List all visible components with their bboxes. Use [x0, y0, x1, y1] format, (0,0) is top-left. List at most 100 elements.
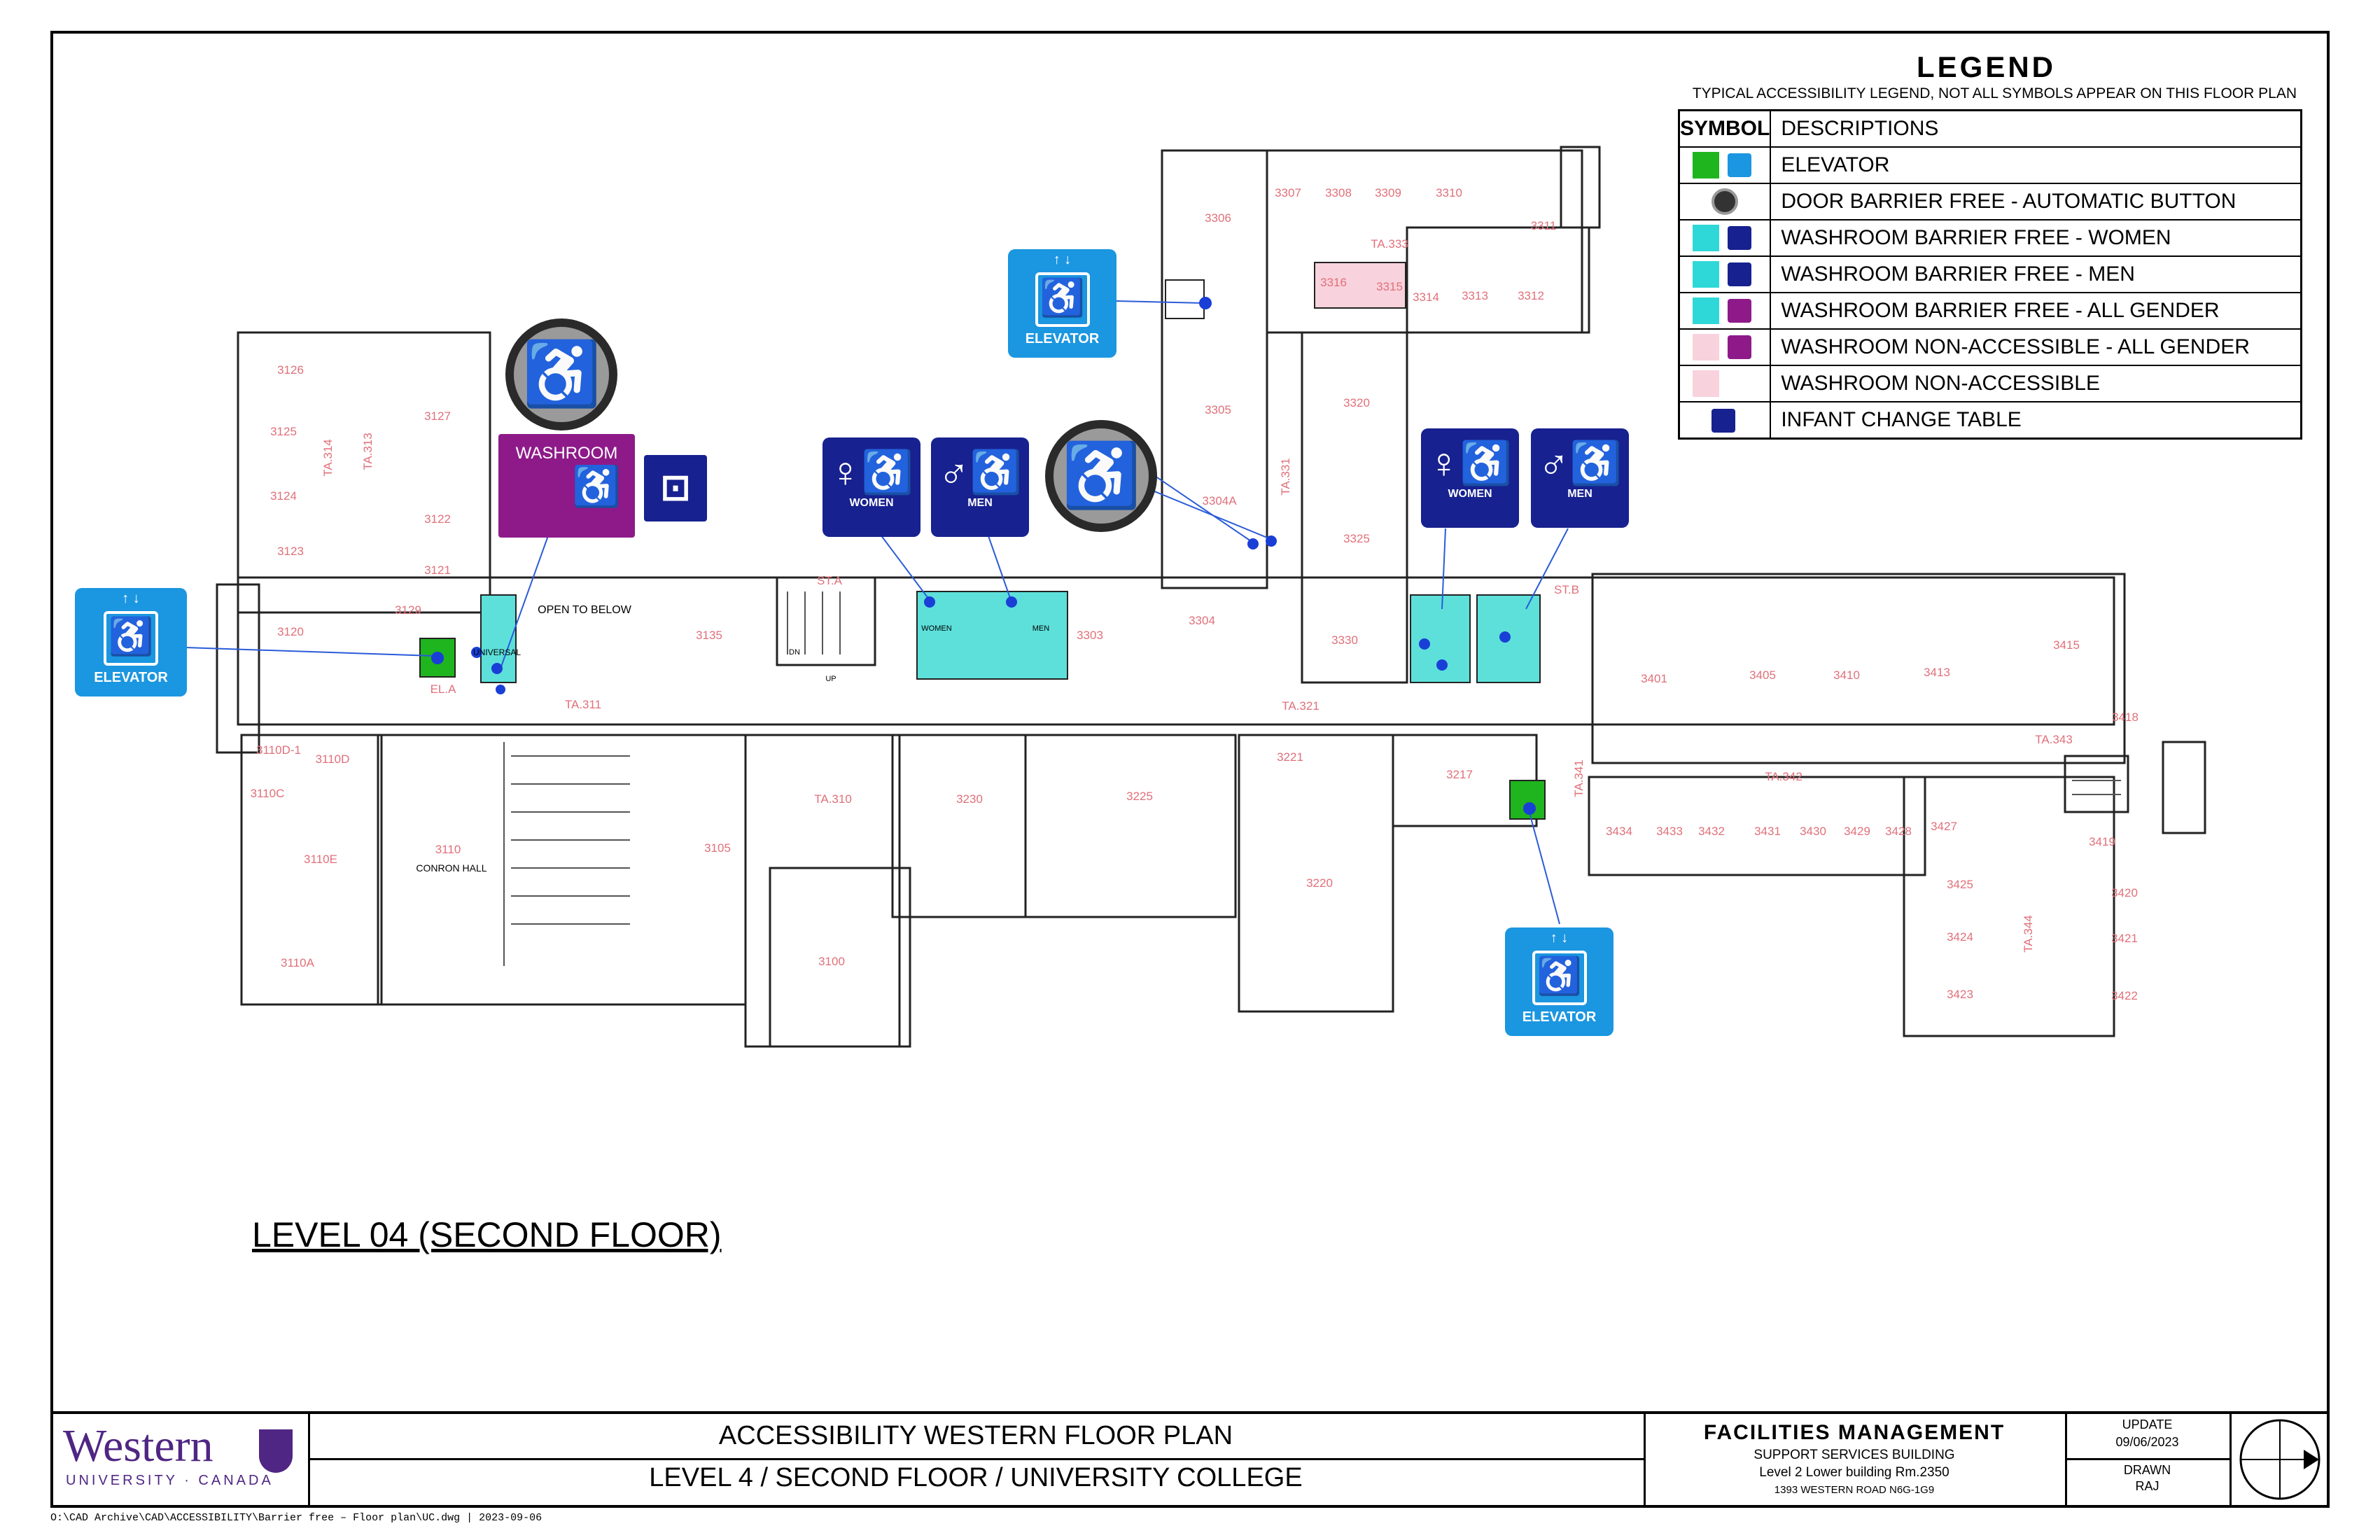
corridor-label: TA.341 [1572, 760, 1586, 797]
washroom-sign-label: WASHROOM [515, 444, 618, 463]
room-label: 3304A [1202, 494, 1237, 507]
room-label: 3307 [1275, 186, 1301, 200]
room-label: 3121 [424, 564, 451, 577]
room-label: 3303 [1077, 629, 1103, 642]
legend-desc: DOOR BARRIER FREE - AUTOMATIC BUTTON [1770, 183, 2302, 220]
room-label: 3430 [1800, 825, 1826, 838]
wheelchair-icon: ♿ [104, 611, 158, 666]
room-label: 3125 [270, 425, 297, 438]
room-label: 3309 [1375, 186, 1401, 200]
room-label: 3110E [304, 853, 337, 866]
room-label: 3405 [1749, 668, 1776, 682]
department-address: 1393 WESTERN ROAD N6G-1G9 [1774, 1484, 1935, 1496]
main-title: ACCESSIBILITY WESTERN FLOOR PLAN [718, 1421, 1233, 1450]
elevator-b-marker [1523, 802, 1536, 815]
title-divider [2230, 1411, 2232, 1508]
corridor-label: TA.313 [361, 433, 374, 470]
elevator-sign-label: ELEVATOR [1522, 1009, 1597, 1025]
elevator-sign-label: ELEVATOR [94, 670, 168, 685]
north-arrow-icon [2239, 1419, 2320, 1500]
wheelchair-icon: ♿ [1035, 272, 1090, 327]
women-washroom-icon [1728, 226, 1751, 250]
western-logo: Western UNIVERSITY · CANADA [63, 1420, 301, 1504]
west-lower-block [240, 734, 383, 1006]
room-label: 3105 [704, 841, 731, 855]
men-washroom-sign: ♂♿ MEN [931, 438, 1029, 537]
room-label: 3432 [1698, 825, 1725, 838]
update-date: 09/06/2023 [2115, 1435, 2179, 1449]
room-label: 3129 [395, 603, 421, 617]
legend-desc: WASHROOM NON-ACCESSIBLE [1770, 365, 2302, 402]
pink-swatch [1693, 370, 1719, 397]
room-label: 3434 [1606, 825, 1632, 838]
crest-icon [259, 1429, 293, 1473]
room-label: 3325 [1343, 532, 1370, 545]
washroom-all-gender-sign: WASHROOM ♿ [498, 434, 635, 538]
room-label: 3124 [270, 489, 297, 503]
man-wheelchair-icon: ♂♿ [938, 449, 1022, 496]
room-label: 3431 [1754, 825, 1781, 838]
room-label: 3305 [1205, 403, 1231, 416]
legend-row: WASHROOM NON-ACCESSIBLE [1678, 365, 2302, 402]
legend-row: INFANT CHANGE TABLE [1678, 401, 2302, 440]
legend-header-row: SYMBOL DESCRIPTIONS [1678, 109, 2302, 148]
woman-wheelchair-icon: ♀♿ [830, 449, 913, 496]
men-washroom-sign: ♂♿ MEN [1531, 428, 1629, 528]
man-wheelchair-icon: ♂♿ [1538, 440, 1622, 486]
elevator-sign-label: ELEVATOR [1025, 331, 1100, 346]
room-label: 3320 [1343, 396, 1370, 410]
legend-desc: WASHROOM BARRIER FREE - WOMEN [1770, 219, 2302, 257]
cyan-swatch [1693, 261, 1719, 288]
room-label: 3419 [2089, 835, 2115, 848]
room-label: 3110D-1 [256, 743, 301, 757]
room-label: 3410 [1833, 668, 1860, 682]
room-label: 3306 [1205, 211, 1231, 225]
wheelchair-icon: ♿ [1532, 951, 1587, 1005]
women-room-label: WOMEN [921, 624, 952, 633]
legend-subtitle: TYPICAL ACCESSIBILITY LEGEND, NOT ALL SY… [1692, 85, 2297, 102]
room-label: 3425 [1947, 878, 1973, 891]
room-label: 3422 [2111, 989, 2138, 1002]
women-sign-label: WOMEN [1448, 488, 1492, 500]
drawn-label: DRAWN [2123, 1463, 2171, 1477]
room-label: 3316 [1320, 276, 1347, 289]
washroom-non-accessible [1314, 262, 1406, 309]
corridor-label: TA.314 [321, 439, 335, 477]
elevator-sign: ↑ ↓ ♿ ELEVATOR [1008, 249, 1116, 358]
logo-wordmark: Western [63, 1420, 214, 1471]
stair-label: ST.B [1554, 583, 1579, 596]
women-washroom-sign: ♀♿ WOMEN [822, 438, 920, 537]
sub-title: LEVEL 4 / SECOND FLOOR / UNIVERSITY COLL… [649, 1463, 1303, 1492]
drawn-by: RAJ [2135, 1479, 2160, 1493]
file-path: O:\CAD Archive\CAD\ACCESSIBILITY\Barrier… [50, 1512, 542, 1524]
room-label: 3120 [277, 625, 304, 638]
men-sign-label: MEN [1567, 488, 1592, 500]
corridor-label: TA.343 [2035, 733, 2073, 746]
washroom-women-men-west [916, 591, 1068, 680]
elevator-icon [1728, 153, 1751, 177]
room-label: 3330 [1331, 634, 1358, 647]
room-label: 3225 [1126, 790, 1153, 803]
department-building: SUPPORT SERVICES BUILDING [1754, 1448, 1955, 1462]
room-label: 3220 [1306, 876, 1333, 890]
room-label: 3314 [1413, 290, 1439, 304]
room-label: 3423 [1947, 988, 1973, 1001]
logo-subtitle: UNIVERSITY · CANADA [66, 1473, 274, 1488]
arrow-up-down-icon: ↑ ↓ [1550, 930, 1569, 946]
conron-hall-label: CONRON HALL [416, 862, 487, 874]
stair-up-label: UP [825, 675, 836, 683]
auto-door-icon [1712, 188, 1739, 215]
men-sign-label: MEN [967, 497, 993, 509]
title-block [50, 1411, 2330, 1508]
elevator-c-shaft [1165, 279, 1205, 319]
stair-down-label: DN [789, 648, 800, 657]
legend-title: LEGEND [1917, 50, 2057, 83]
room-label: 3424 [1947, 930, 1973, 944]
legend-col-desc: DESCRIPTIONS [1770, 109, 2302, 148]
room-label: 3122 [424, 512, 451, 526]
cyan-swatch [1693, 225, 1719, 251]
woman-wheelchair-icon: ♀♿ [1428, 440, 1512, 486]
legend-col-symbol: SYMBOL [1678, 109, 1772, 148]
title-block-hline [2065, 1458, 2230, 1460]
